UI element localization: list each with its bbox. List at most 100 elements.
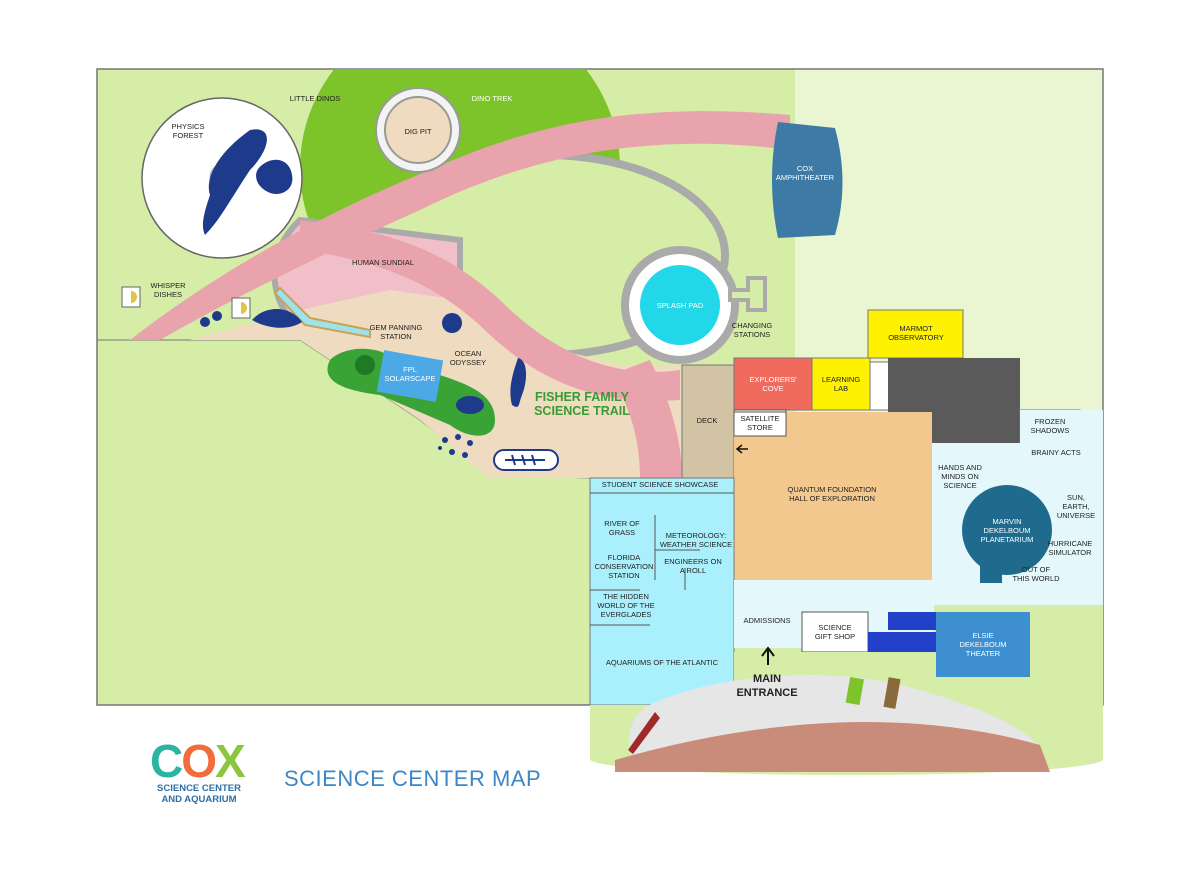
- fpl-solarscape: [376, 350, 444, 402]
- pink-path-south: [300, 220, 680, 401]
- logo-line-2: AND AQUARIUM: [161, 794, 237, 805]
- label-human-sundial: HUMAN SUNDIAL: [352, 258, 414, 267]
- label-river-1: RIVER OF: [604, 519, 640, 528]
- planetarium-entry: [980, 565, 1002, 583]
- label-hidden-3: EVERGLADES: [601, 610, 652, 619]
- label-elsie-3: THEATER: [966, 649, 1001, 658]
- restroom-1: [888, 612, 936, 630]
- pink-path-north: [130, 111, 790, 340]
- label-ocean-2: ODYSSEY: [450, 358, 486, 367]
- label-whisper-2: DISHES: [154, 290, 182, 299]
- label-entrance-1: MAIN: [753, 673, 781, 685]
- label-trail-2: SCIENCE TRAIL: [534, 404, 630, 418]
- label-sun-1: SUN,: [1067, 493, 1085, 502]
- label-lab-1: LEARNING: [822, 375, 861, 384]
- label-hands-1: HANDS AND: [938, 463, 982, 472]
- label-outworld-1: OUT OF: [1022, 565, 1051, 574]
- label-fpl-2: SOLARSCAPE: [385, 374, 436, 383]
- fossil-fish: [505, 454, 545, 466]
- label-marmot-2: OBSERVATORY: [888, 333, 944, 342]
- label-quantum-1: QUANTUM FOUNDATION: [787, 485, 876, 494]
- label-river-2: GRASS: [609, 528, 635, 537]
- satellite-store-box: [733, 411, 787, 437]
- map-title: SCIENCE CENTER MAP: [284, 766, 542, 791]
- west-wing: [589, 477, 735, 706]
- label-hidden-1: THE HIDDEN: [603, 592, 649, 601]
- logo-subtitle: SCIENCE CENTER AND AQUARIUM: [154, 783, 244, 805]
- label-trail-1: FISHER FAMILY: [535, 390, 630, 404]
- cox-logo: COX: [150, 735, 246, 787]
- rock-1: [200, 317, 210, 327]
- logo-letter-o: O: [181, 735, 217, 787]
- label-planetarium-1: MARVIN: [992, 517, 1021, 526]
- label-sun-2: EARTH,: [1062, 502, 1089, 511]
- label-hands-3: SCIENCE: [943, 481, 976, 490]
- label-hurricane-1: HURRICANE: [1048, 539, 1093, 548]
- label-dig-pit: DIG PIT: [404, 127, 432, 136]
- label-frozen-2: SHADOWS: [1031, 426, 1070, 435]
- label-planetarium-2: DEKELBOUM: [983, 526, 1030, 535]
- label-meteorology-1: METEOROLOGY:: [666, 531, 726, 540]
- label-florida-1: FLORIDA: [608, 553, 641, 562]
- planter-green: [845, 676, 864, 706]
- seahorse-sculpture: [510, 358, 527, 407]
- entrance-arrow: [761, 646, 775, 665]
- label-hidden-2: WORLD OF THE: [597, 601, 654, 610]
- label-entrance-2: ENTRANCE: [736, 687, 797, 699]
- stone-dots: [438, 434, 473, 458]
- pink-path-west: [610, 360, 682, 478]
- label-quantum-2: HALL OF EXPLORATION: [789, 494, 875, 503]
- label-cove-2: COVE: [762, 384, 783, 393]
- label-elsie-2: DEKELBOUM: [959, 640, 1006, 649]
- changing-stations-shape: [728, 276, 767, 312]
- label-cove-1: EXPLORERS': [749, 375, 797, 384]
- label-fpl-1: FPL: [403, 365, 417, 374]
- logo-letter-x: X: [215, 735, 246, 787]
- turtle-sculpture: [256, 159, 293, 195]
- label-elsie-1: ELSIE: [972, 631, 993, 640]
- marmot-observatory: [867, 309, 964, 359]
- whale-sculpture: [202, 129, 267, 235]
- logo-line-1: SCIENCE CENTER: [157, 783, 241, 794]
- label-amphitheater-1: COX: [797, 164, 813, 173]
- elsie-theater: [936, 612, 1030, 677]
- label-meteorology-2: WEATHER SCIENCE: [660, 540, 732, 549]
- quantum-hall: [734, 412, 932, 580]
- gem-panning-sluice: [273, 286, 371, 339]
- label-hurricane-2: SIMULATOR: [1048, 548, 1092, 557]
- logo-letter-c: C: [150, 735, 183, 787]
- whisper-dish-1-mark: [131, 291, 137, 303]
- label-whisper-1: WHISPER: [150, 281, 186, 290]
- label-changing-2: STATIONS: [734, 330, 770, 339]
- cox-amphitheater: [772, 122, 843, 238]
- label-sun-3: UNIVERSE: [1057, 511, 1095, 520]
- label-florida-3: STATION: [608, 571, 639, 580]
- label-frozen-1: FROZEN: [1035, 417, 1066, 426]
- label-gem-2: STATION: [380, 332, 411, 341]
- planetarium-dome: [962, 485, 1052, 575]
- brick-plaza: [615, 722, 1050, 772]
- label-physics-forest-1: PHYSICS: [172, 122, 205, 131]
- label-aquariums: AQUARIUMS OF THE ATLANTIC: [606, 658, 719, 667]
- label-satellite-2: STORE: [747, 423, 773, 432]
- label-deck: DECK: [697, 416, 718, 425]
- label-engineers-2: A ROLL: [680, 566, 706, 575]
- label-hands-2: MINDS ON: [941, 472, 979, 481]
- dig-pit-inner: [384, 96, 452, 164]
- rock-2: [212, 311, 222, 321]
- label-gift-1: SCIENCE: [818, 623, 851, 632]
- label-engineers-1: ENGINEERS ON: [664, 557, 722, 566]
- label-little-dinos: LITTLE DINOS: [290, 94, 340, 103]
- restroom-2: [868, 632, 936, 652]
- tree-1: [355, 355, 375, 375]
- crab-sculpture: [456, 396, 484, 414]
- label-student-showcase: STUDENT SCIENCE SHOWCASE: [602, 480, 719, 489]
- planter-red: [628, 712, 660, 754]
- label-gift-2: GIFT SHOP: [815, 632, 855, 641]
- label-planetarium-3: PLANETARIUM: [981, 535, 1034, 544]
- label-amphitheater-2: AMPHITHEATER: [776, 173, 835, 182]
- label-florida-2: CONSERVATION: [595, 562, 654, 571]
- label-gem-1: GEM PANNING: [370, 323, 423, 332]
- whisper-dish-2-mark: [241, 302, 247, 314]
